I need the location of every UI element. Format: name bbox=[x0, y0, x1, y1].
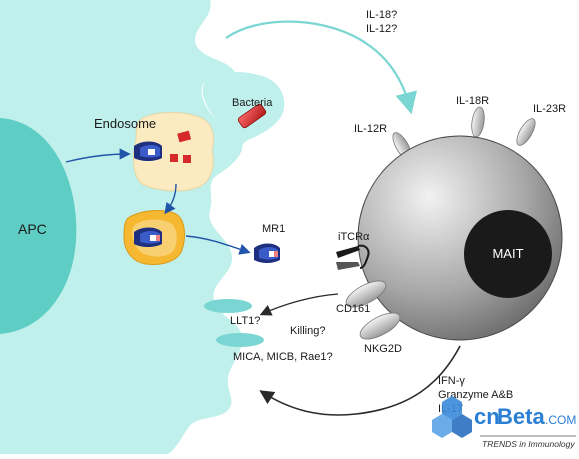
endosome-label: Endosome bbox=[94, 116, 156, 131]
il23r-label: IL-23R bbox=[533, 103, 566, 115]
killing-arrow bbox=[259, 293, 339, 316]
endosome-to-compartment-arrow bbox=[164, 183, 177, 215]
nkg2d-label: NKG2D bbox=[364, 343, 402, 355]
apc-label: APC bbox=[18, 221, 47, 237]
mr1-molecule-icon bbox=[134, 227, 162, 247]
journal-source: TRENDS in Immunology bbox=[482, 439, 575, 449]
il23r-receptor bbox=[516, 118, 536, 146]
uptake-arrow bbox=[65, 148, 131, 163]
cd161-receptor bbox=[345, 280, 387, 308]
antigen-fragment-icon bbox=[183, 155, 191, 163]
mr1-label: MR1 bbox=[262, 223, 285, 235]
endosome bbox=[133, 112, 214, 192]
il12r-label: IL-12R bbox=[354, 123, 387, 135]
il18r-label: IL-18R bbox=[456, 95, 489, 107]
mica-ligand bbox=[216, 333, 264, 347]
bacteria-label: Bacteria bbox=[232, 97, 273, 109]
mait-nucleus bbox=[464, 210, 552, 298]
to-surface-arrow bbox=[185, 235, 251, 255]
il12-label: IL-12? bbox=[366, 23, 397, 35]
granzyme-label: Granzyme A&B bbox=[438, 389, 513, 401]
bacteria-lobe bbox=[202, 72, 285, 146]
llt1-ligand bbox=[204, 299, 252, 313]
apc-nucleus bbox=[0, 118, 77, 334]
cnbeta-watermark: cn Beta .COM bbox=[432, 396, 576, 438]
mica-label: MICA, MICB, Rae1? bbox=[233, 351, 333, 363]
cytokine-signal-arrow bbox=[225, 20, 417, 115]
cd161-label: CD161 bbox=[336, 303, 370, 315]
ifng-label: IFN-γ bbox=[438, 375, 465, 387]
il18-label: IL-18? bbox=[366, 9, 397, 21]
llt1-label: LLT1? bbox=[230, 315, 260, 327]
effector-arrow bbox=[259, 345, 461, 416]
antigen-fragment-icon bbox=[177, 130, 192, 143]
mait-label: MAIT bbox=[492, 246, 523, 261]
mr1-molecule-icon bbox=[134, 141, 162, 161]
itcr-label: iTCRα bbox=[338, 231, 370, 243]
itcr-receptor bbox=[336, 244, 370, 270]
antigen-fragment-icon bbox=[170, 154, 178, 162]
watermark-cn: cn bbox=[474, 404, 500, 429]
nkg2d-receptor bbox=[359, 312, 401, 340]
mr1-surface-molecule-icon bbox=[254, 243, 280, 263]
watermark-com: .COM bbox=[545, 413, 576, 427]
bacteria-icon bbox=[237, 103, 267, 129]
cnbeta-logo-icon bbox=[432, 396, 472, 438]
killing-label: Killing? bbox=[290, 325, 325, 337]
watermark-beta: Beta bbox=[497, 404, 545, 429]
il18r-receptor bbox=[471, 106, 485, 138]
